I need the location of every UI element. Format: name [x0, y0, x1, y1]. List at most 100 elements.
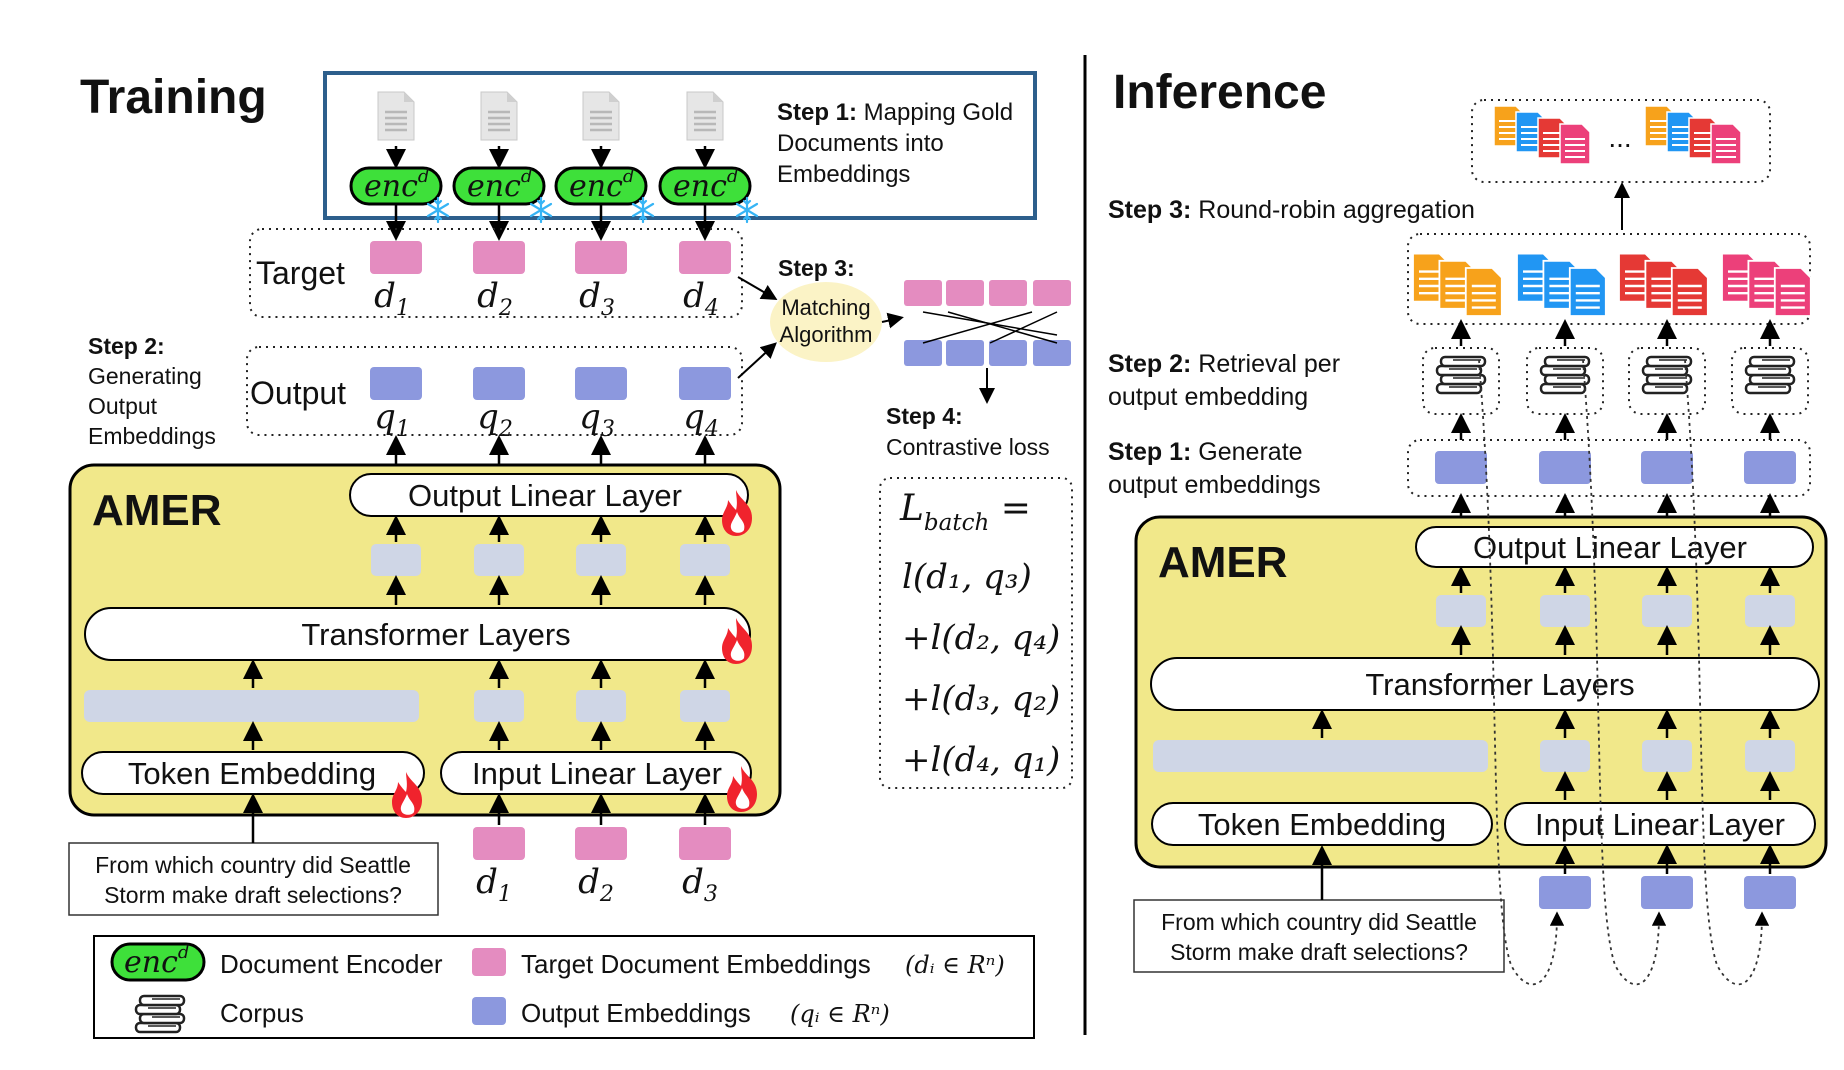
document-icon [479, 90, 519, 142]
inf-output-embedding [1435, 451, 1487, 484]
inf-token-embedding-label: Token Embedding [1198, 807, 1446, 842]
legend-encoder: Document Encoder [220, 949, 443, 979]
inf-input-vector [1642, 740, 1692, 772]
loss-term: +l(d₂, q₄) [902, 618, 1060, 658]
matched-output-embedding [946, 340, 984, 366]
matching-algorithm-bubble [770, 282, 882, 362]
matching-line2: Algorithm [780, 322, 873, 347]
inf-input-embedding [1539, 876, 1591, 909]
corpus-icon [134, 994, 186, 1034]
document-icon [376, 90, 416, 142]
output-to-matching-arrow [737, 342, 777, 379]
output-label-q: q4 [683, 397, 719, 442]
inf-hidden-state [1540, 595, 1590, 627]
encoder-label: encd [673, 166, 738, 204]
target-label-d: d4 [683, 276, 719, 321]
train-step1-line1: Step 1: Mapping Gold [777, 99, 1013, 126]
loss-term: l(d₁, q₃) [902, 557, 1032, 597]
train-amer-label: AMER [92, 486, 222, 535]
inf-output-linear-layer [1415, 526, 1814, 568]
matched-pairs [904, 280, 1071, 366]
target-box [249, 228, 743, 318]
train-question-box [68, 842, 439, 916]
retrieved-document-icon [1773, 267, 1812, 317]
target-embedding [370, 241, 422, 274]
inf-output-box [1407, 439, 1811, 497]
inf-hidden-state [1642, 595, 1692, 627]
inf-question-line1: From which country did Seattle [1161, 909, 1477, 935]
loss-lhs: Lbatch = [899, 488, 1031, 536]
target-embedding [473, 241, 525, 274]
legend-target-swatch [472, 948, 506, 976]
inf-input-embedding [1641, 876, 1693, 909]
output-embedding [575, 367, 627, 400]
hidden-state [680, 544, 730, 576]
hidden-state [371, 544, 421, 576]
target-label: Target [256, 255, 345, 291]
encoder-label: encd [569, 166, 634, 204]
target-embedding [679, 241, 731, 274]
matching-lines [922, 311, 1058, 344]
loss-box [879, 477, 1073, 789]
inf-hidden-state [1745, 595, 1795, 627]
inf-input-embeddings [1539, 844, 1796, 909]
inf-transformer-label: Transformer Layers [1365, 667, 1634, 702]
inf-token-embedding-vector [1153, 740, 1488, 772]
aggregated-documents [1493, 105, 1742, 165]
output-label: Output [250, 375, 346, 411]
training-title: Training [80, 71, 267, 124]
encoder-label: encd [467, 166, 532, 204]
corpus-box [1526, 347, 1604, 415]
corpus-box [1628, 347, 1706, 415]
inf-amer-label: AMER [1158, 538, 1288, 587]
inf-step2-line2: output embedding [1108, 383, 1308, 411]
legend-encoder-icon [110, 942, 206, 982]
matched-target-embedding [904, 280, 942, 306]
inf-hidden-state [1436, 595, 1486, 627]
legend-box [93, 935, 1035, 1039]
output-embedding [473, 367, 525, 400]
train-step2-line: Generating [88, 363, 202, 389]
train-token-embedding-vector [84, 690, 419, 722]
train-step1-line3: Embeddings [777, 161, 910, 188]
legend-target: Target Document Embeddings [521, 949, 871, 979]
output-embedding [370, 367, 422, 400]
document-icon [581, 90, 621, 142]
feedback-loops [1478, 359, 1770, 986]
target-label-d: d3 [579, 276, 615, 321]
document-icon [685, 90, 725, 142]
inf-question-box [1133, 899, 1505, 973]
train-question-line1: From which country did Seattle [95, 852, 411, 878]
legend-corpus: Corpus [220, 998, 304, 1028]
aggregated-document-icon [1710, 123, 1742, 165]
hidden-state [576, 544, 626, 576]
aggregation-ellipsis: ... [1608, 122, 1631, 153]
feedback-loop-arrow [1684, 359, 1770, 986]
input-vector [680, 690, 730, 722]
train-step2-line: Embeddings [88, 423, 216, 449]
inf-transformer-layers [1150, 657, 1820, 711]
retrieved-documents [1412, 252, 1812, 317]
step1-frame [323, 71, 1037, 220]
corpus-box [1422, 347, 1500, 415]
legend-target-math: (dᵢ ∈ Rⁿ) [905, 951, 1005, 979]
loss-term: +l(d₄, q₁) [902, 740, 1060, 780]
train-step2-title: Step 2: [88, 333, 165, 359]
inf-step3: Step 3: Round-robin aggregation [1108, 196, 1475, 224]
retrieved-docs-box [1407, 233, 1811, 325]
input-document-embedding [575, 827, 627, 860]
input-document-embedding [473, 827, 525, 860]
legend-output: Output Embeddings [521, 998, 751, 1028]
inf-question-line2: Storm make draft selections? [1170, 939, 1468, 965]
legend-output-math: (qᵢ ∈ Rⁿ) [790, 1000, 890, 1028]
inf-step2-line1: Step 2: Retrieval per [1108, 350, 1340, 378]
matched-output-embedding [989, 340, 1027, 366]
output-embedding [679, 367, 731, 400]
corpus-stacks [1422, 319, 1809, 440]
train-input-linear-label: Input Linear Layer [472, 756, 722, 791]
inf-step1-line2: output embeddings [1108, 471, 1321, 499]
train-step2-line: Output [88, 393, 158, 419]
